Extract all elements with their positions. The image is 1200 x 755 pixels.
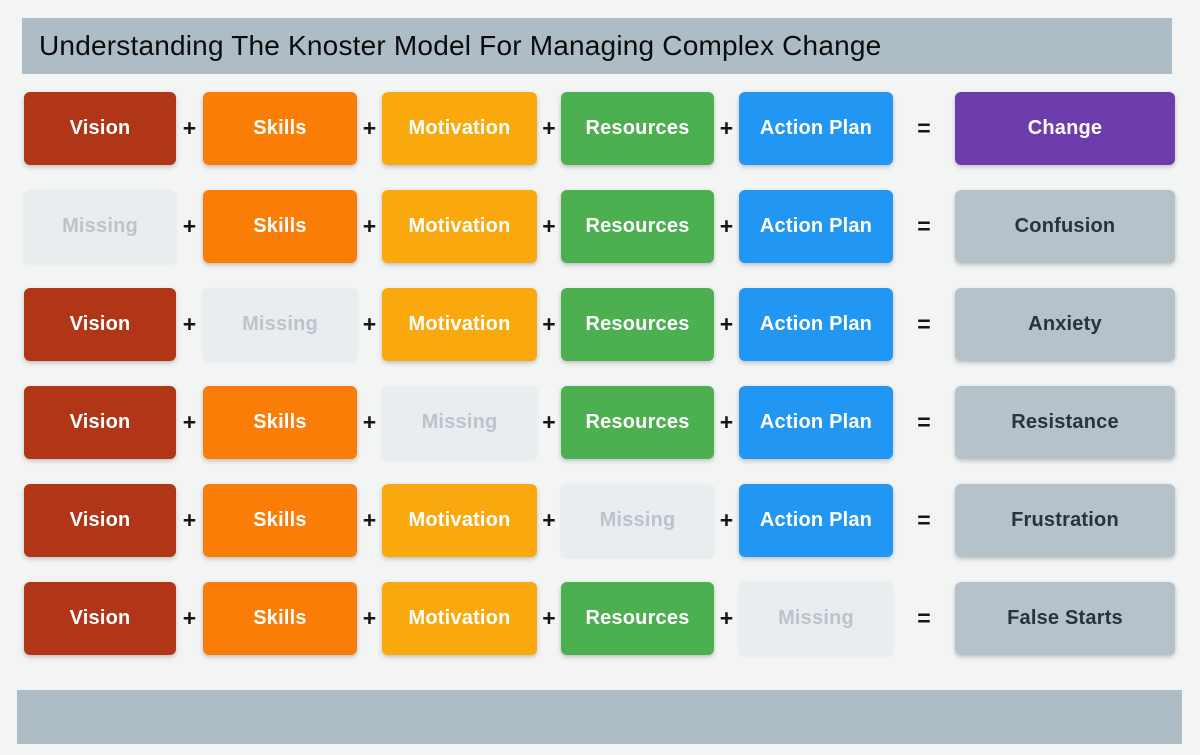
- plus-operator: +: [362, 507, 377, 533]
- factor-box-skills: Skills: [203, 386, 357, 459]
- factor-box-resources: Resources: [561, 582, 714, 655]
- footer-bar: [17, 690, 1182, 744]
- factor-box-missing: Missing: [561, 484, 714, 557]
- factor-box-motivation: Motivation: [382, 92, 537, 165]
- factor-box-skills: Skills: [203, 484, 357, 557]
- plus-operator: +: [719, 311, 734, 337]
- factor-box-motivation: Motivation: [382, 190, 537, 263]
- result-box-false-starts: False Starts: [955, 582, 1175, 655]
- plus-operator: +: [542, 213, 556, 239]
- plus-operator: +: [182, 311, 197, 337]
- plus-operator: +: [182, 213, 197, 239]
- factor-box-resources: Resources: [561, 92, 714, 165]
- factor-box-vision: Vision: [24, 288, 176, 361]
- plus-operator: +: [362, 213, 377, 239]
- plus-operator: +: [362, 409, 377, 435]
- factor-box-resources: Resources: [561, 386, 714, 459]
- result-box-confusion: Confusion: [955, 190, 1175, 263]
- plus-operator: +: [542, 311, 556, 337]
- factor-box-skills: Skills: [203, 582, 357, 655]
- rows-container: Vision + Skills + Motivation + Resources…: [24, 92, 1175, 655]
- plus-operator: +: [542, 409, 556, 435]
- factor-box-vision: Vision: [24, 484, 176, 557]
- plus-operator: +: [542, 115, 556, 141]
- factor-box-motivation: Motivation: [382, 484, 537, 557]
- plus-operator: +: [362, 605, 377, 631]
- plus-operator: +: [182, 115, 197, 141]
- plus-operator: +: [719, 507, 734, 533]
- factor-box-action-plan: Action Plan: [739, 92, 893, 165]
- equals-operator: =: [917, 213, 931, 239]
- factor-box-missing: Missing: [24, 190, 176, 263]
- plus-operator: +: [362, 115, 377, 141]
- factor-box-motivation: Motivation: [382, 582, 537, 655]
- plus-operator: +: [182, 507, 197, 533]
- plus-operator: +: [542, 507, 556, 533]
- result-box-change: Change: [955, 92, 1175, 165]
- factor-box-vision: Vision: [24, 92, 176, 165]
- plus-operator: +: [719, 605, 734, 631]
- model-row-frustration: Vision + Skills + Motivation + Missing +…: [24, 484, 1175, 557]
- plus-operator: +: [719, 213, 734, 239]
- factor-box-motivation: Motivation: [382, 288, 537, 361]
- factor-box-missing: Missing: [739, 582, 893, 655]
- equals-operator: =: [917, 507, 931, 533]
- model-row-resistance: Vision + Skills + Missing + Resources + …: [24, 386, 1175, 459]
- plus-operator: +: [719, 409, 734, 435]
- factor-box-missing: Missing: [203, 288, 357, 361]
- equals-operator: =: [917, 605, 931, 631]
- plus-operator: +: [182, 409, 197, 435]
- result-box-frustration: Frustration: [955, 484, 1175, 557]
- plus-operator: +: [182, 605, 197, 631]
- factor-box-resources: Resources: [561, 288, 714, 361]
- equals-operator: =: [917, 311, 931, 337]
- factor-box-skills: Skills: [203, 92, 357, 165]
- factor-box-skills: Skills: [203, 190, 357, 263]
- title-bar: Understanding The Knoster Model For Mana…: [22, 18, 1172, 74]
- factor-box-action-plan: Action Plan: [739, 484, 893, 557]
- page-title: Understanding The Knoster Model For Mana…: [39, 30, 882, 61]
- factor-box-action-plan: Action Plan: [739, 190, 893, 263]
- model-row-confusion: Missing + Skills + Motivation + Resource…: [24, 190, 1175, 263]
- factor-box-resources: Resources: [561, 190, 714, 263]
- factor-box-vision: Vision: [24, 582, 176, 655]
- plus-operator: +: [362, 311, 377, 337]
- plus-operator: +: [542, 605, 556, 631]
- model-row-anxiety: Vision + Missing + Motivation + Resource…: [24, 288, 1175, 361]
- model-row-false-starts: Vision + Skills + Motivation + Resources…: [24, 582, 1175, 655]
- equals-operator: =: [917, 409, 931, 435]
- factor-box-vision: Vision: [24, 386, 176, 459]
- factor-box-action-plan: Action Plan: [739, 386, 893, 459]
- result-box-resistance: Resistance: [955, 386, 1175, 459]
- equals-operator: =: [917, 115, 931, 141]
- model-row-change: Vision + Skills + Motivation + Resources…: [24, 92, 1175, 165]
- plus-operator: +: [719, 115, 734, 141]
- factor-box-action-plan: Action Plan: [739, 288, 893, 361]
- result-box-anxiety: Anxiety: [955, 288, 1175, 361]
- factor-box-missing: Missing: [382, 386, 537, 459]
